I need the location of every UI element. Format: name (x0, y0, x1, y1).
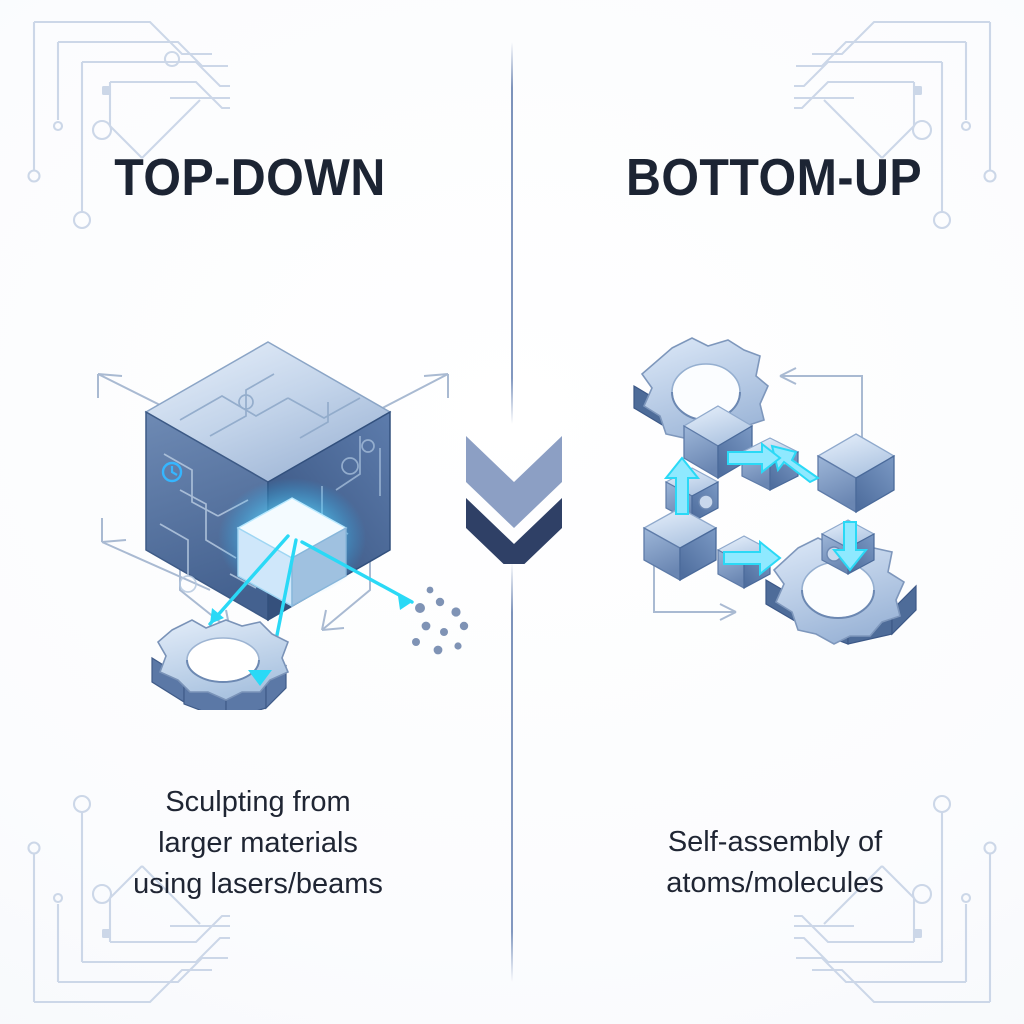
assembly-cube-bottom-left (642, 507, 718, 582)
debris-particles (412, 586, 469, 655)
cyan-assembly-arrows (663, 441, 869, 577)
gear-upper-left (633, 337, 769, 449)
caption-line: larger materials (158, 827, 358, 859)
caption-line: Sculpting from (165, 786, 351, 818)
vertical-divider-lower (511, 562, 513, 982)
isometric-circuit-cube (144, 341, 392, 622)
assembly-cube-connector-left (664, 467, 720, 524)
gear-output (151, 619, 290, 710)
outward-arrow-top-right (339, 373, 449, 431)
caption-bottom-up: Self-assembly of atoms/molecules (540, 822, 1010, 904)
cycle-outline-arrow-bottom (653, 540, 737, 621)
page-title-top-down: TOP-DOWN (114, 149, 386, 207)
outward-arrow-top-left (97, 373, 211, 431)
cube-laser-etching-illustration (97, 341, 469, 710)
double-chevron-down-icon (466, 436, 562, 564)
outward-arrow-bottom-left (101, 518, 231, 631)
self-assembly-cycle-illustration (633, 337, 917, 645)
outward-arrow-bottom-right (321, 540, 371, 631)
caption-top-down: Sculpting from larger materials using la… (28, 782, 488, 905)
cycle-outline-arrow-top (779, 367, 863, 448)
caption-line: atoms/molecules (666, 867, 884, 899)
assembly-cube-right (816, 433, 896, 514)
gear-lower-right (765, 537, 917, 645)
assembly-cube-bottom-mid (716, 535, 772, 590)
caption-line: using lasers/beams (133, 868, 383, 900)
beam-arrowhead-left (210, 608, 224, 624)
assembly-cube-top-mid (740, 437, 800, 491)
beam-arrowhead-right (398, 596, 412, 610)
page-title-bottom-up: BOTTOM-UP (625, 149, 923, 207)
cyan-laser-beam (208, 534, 414, 692)
assembly-cube-top-left (682, 405, 754, 480)
glowing-carved-cube (218, 478, 366, 608)
assembly-cube-connector-right (820, 519, 876, 576)
caption-line: Self-assembly of (667, 826, 883, 858)
vertical-divider-upper (511, 42, 513, 424)
beam-arrowhead-gear (248, 670, 272, 686)
